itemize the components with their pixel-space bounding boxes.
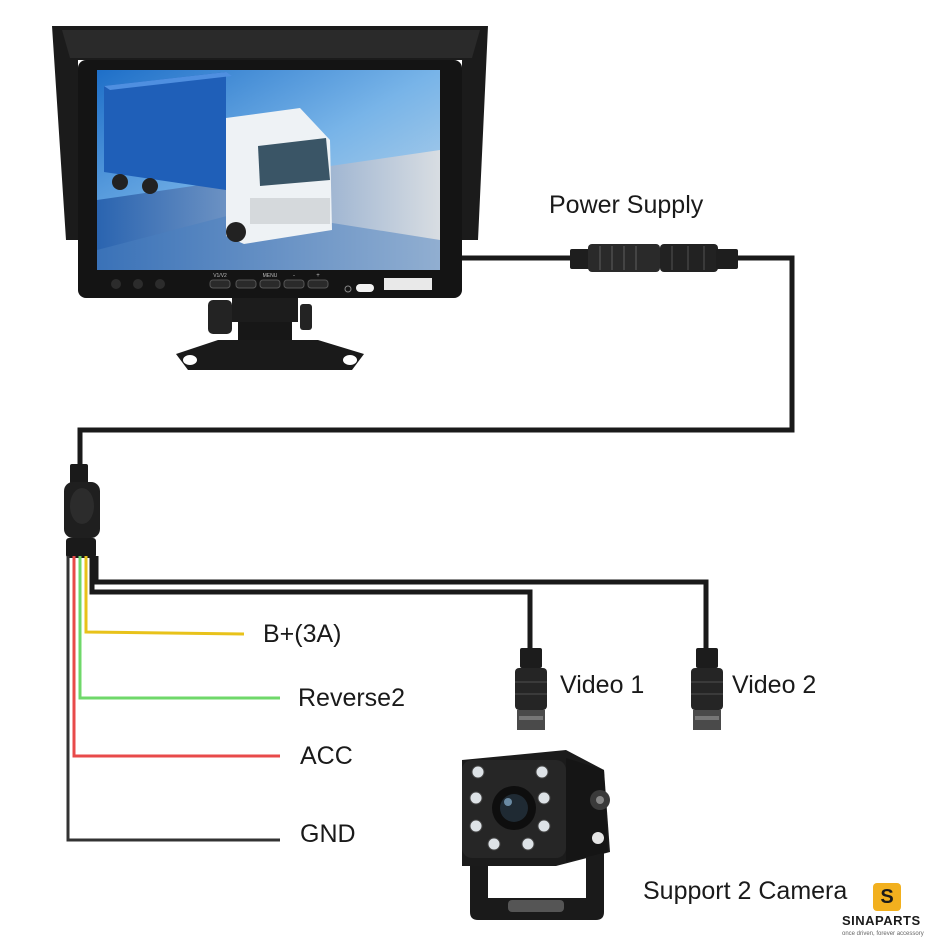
reverse2-wire [78, 556, 280, 700]
monitor-hole [111, 279, 121, 289]
camera-leds [469, 765, 551, 851]
reverse2-label: Reverse2 [298, 684, 405, 712]
ir-window [384, 278, 432, 290]
mode-button[interactable] [235, 279, 257, 289]
video1-label: Video 1 [560, 671, 645, 699]
gnd-wire [66, 556, 280, 842]
button-label-minus: - [293, 273, 295, 279]
v1v2-button[interactable] [209, 279, 231, 289]
bplus-wire [84, 556, 245, 636]
brand-watermark: SINAPARTS once driven, forever accessory [842, 912, 924, 937]
monitor-hole [133, 279, 143, 289]
button-label-plus: + [316, 273, 320, 279]
power-supply-label: Power Supply [549, 191, 704, 219]
brand-name: SINAPARTS [842, 913, 921, 928]
power-button[interactable] [356, 284, 374, 292]
plus-button[interactable] [307, 279, 329, 289]
monitor: V1/V2 MENU - + [52, 26, 488, 370]
truck-trailer [104, 72, 226, 190]
acc-wire [72, 556, 280, 758]
brand-tagline: once driven, forever accessory [842, 931, 924, 937]
monitor-stand [176, 298, 364, 370]
button-label-menu: MENU [263, 273, 278, 279]
button-label-v1v2: V1/V2 [213, 273, 227, 279]
bplus-label: B+(3A) [263, 620, 342, 648]
main-cable [77, 255, 795, 466]
gnd-label: GND [300, 820, 356, 848]
power-led-icon [344, 285, 352, 293]
video2-connector [691, 648, 723, 730]
menu-button[interactable] [259, 279, 281, 289]
video1-connector [515, 648, 547, 730]
video-cable-2 [93, 556, 709, 650]
camera-bracket [470, 850, 604, 920]
video2-label: Video 2 [732, 671, 817, 699]
camera [462, 750, 610, 920]
brand-logo-icon: S [873, 883, 901, 911]
monitor-hole [155, 279, 165, 289]
power-supply-connector [570, 244, 738, 272]
monitor-button-bar: V1/V2 MENU - + [111, 273, 432, 293]
cable-splitter [64, 464, 100, 558]
acc-label: ACC [300, 742, 353, 770]
minus-button[interactable] [283, 279, 305, 289]
support-cameras-label: Support 2 Camera [643, 877, 848, 905]
video-cable [89, 556, 533, 650]
